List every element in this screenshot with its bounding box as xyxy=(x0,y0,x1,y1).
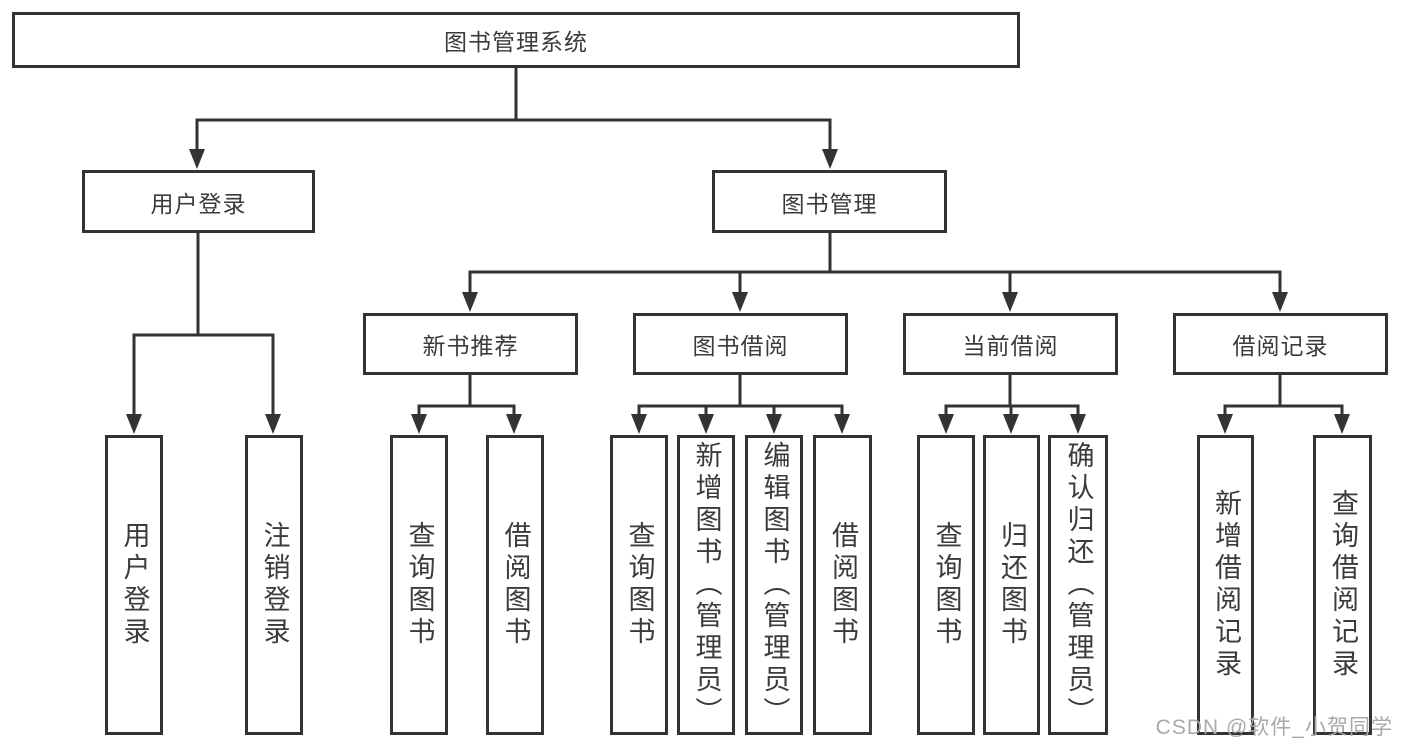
leaf-borrow-books-borrow: 借阅图书 xyxy=(813,435,872,735)
leaf-logout: 注销登录 xyxy=(245,435,303,735)
node-label: 确认归还（管理员） xyxy=(1063,441,1094,729)
node-label: 新书推荐 xyxy=(422,333,519,359)
leaf-add-borrow-record: 新增借阅记录 xyxy=(1197,435,1254,735)
leaf-query-books-borrow: 查询图书 xyxy=(610,435,668,735)
connector-new-book-recommend-children xyxy=(411,375,522,434)
connector-user-login-children xyxy=(126,233,281,434)
connector-current-borrow-children xyxy=(938,375,1086,434)
node-label: 当前借阅 xyxy=(962,333,1059,359)
node-label: 查询图书 xyxy=(931,521,962,649)
leaf-add-book-admin: 新增图书（管理员） xyxy=(677,435,735,735)
leaf-confirm-return-admin: 确认归还（管理员） xyxy=(1048,435,1108,735)
node-root: 图书管理系统 xyxy=(12,12,1020,68)
node-label: 查询图书 xyxy=(404,521,435,649)
connector-borrow-records-children xyxy=(1217,375,1350,434)
connector-root-to-level1 xyxy=(189,68,838,169)
node-label: 编辑图书（管理员） xyxy=(759,441,790,729)
watermark: CSDN @软件_小贺同学 xyxy=(1155,716,1393,739)
leaf-return-book: 归还图书 xyxy=(983,435,1040,735)
leaf-user-login: 用户登录 xyxy=(105,435,163,735)
node-label: 用户登录 xyxy=(119,521,150,649)
node-borrow-records: 借阅记录 xyxy=(1173,313,1388,375)
node-label: 图书管理系统 xyxy=(444,29,588,55)
node-label: 用户登录 xyxy=(150,190,247,217)
node-label: 借阅图书 xyxy=(828,521,858,649)
node-book-borrow: 图书借阅 xyxy=(633,313,848,375)
node-label: 新增图书（管理员） xyxy=(691,441,722,729)
leaf-borrow-books-recommend: 借阅图书 xyxy=(486,435,544,735)
node-label: 借阅图书 xyxy=(500,521,531,649)
connector-book-borrow-children xyxy=(631,375,850,434)
node-label: 注销登录 xyxy=(259,521,290,649)
leaf-query-books-current: 查询图书 xyxy=(917,435,975,735)
node-current-borrow: 当前借阅 xyxy=(903,313,1118,375)
node-label: 图书借阅 xyxy=(692,333,789,359)
node-book-management: 图书管理 xyxy=(712,170,947,233)
leaf-query-books-recommend: 查询图书 xyxy=(390,435,448,735)
node-label: 查询图书 xyxy=(624,521,655,649)
leaf-query-borrow-record: 查询借阅记录 xyxy=(1313,435,1372,735)
node-user-login: 用户登录 xyxy=(82,170,315,233)
node-label: 归还图书 xyxy=(997,521,1027,649)
leaf-edit-book-admin: 编辑图书（管理员） xyxy=(745,435,803,735)
node-new-book-recommend: 新书推荐 xyxy=(363,313,578,375)
node-label: 查询借阅记录 xyxy=(1328,489,1358,681)
node-label: 借阅记录 xyxy=(1232,333,1329,359)
node-label: 图书管理 xyxy=(781,190,878,217)
node-label: 新增借阅记录 xyxy=(1211,489,1241,681)
connector-book-management-children xyxy=(462,233,1288,312)
